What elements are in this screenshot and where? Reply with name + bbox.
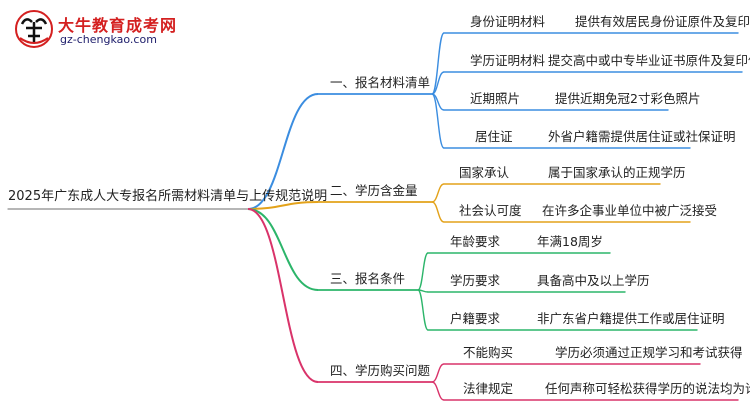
child-connector	[431, 381, 445, 401]
root-node: 2025年广东成人大专报名所需材料清单与上传规范说明	[8, 189, 328, 204]
child-key: 户籍要求	[450, 311, 501, 326]
child-key: 近期照片	[470, 91, 521, 106]
child-key: 年龄要求	[450, 234, 501, 249]
branch-connector	[247, 208, 319, 383]
branch-label: 三、报名条件	[330, 271, 406, 286]
branch-connector	[247, 201, 319, 210]
site-logo[interactable]: 大牛教育成考网 gz-chengkao.com	[14, 8, 214, 50]
logo-title: 大牛教育成考网	[58, 16, 178, 35]
bull-logo-icon	[15, 10, 53, 48]
child-key: 社会认可度	[459, 203, 522, 218]
child-value: 在许多企事业单位中被广泛接受	[542, 203, 718, 218]
branch-connector	[247, 93, 319, 210]
child-connector	[431, 201, 445, 223]
child-key: 不能购买	[463, 345, 514, 360]
branch-label: 四、学历购买问题	[330, 363, 431, 378]
child-value: 任何声称可轻松获得学历的说法均为诈骗	[545, 381, 750, 396]
child-key: 国家承认	[459, 165, 510, 180]
child-value: 非广东省户籍提供工作或居住证明	[537, 311, 725, 326]
child-value: 提交高中或中专毕业证书原件及复印件	[548, 53, 750, 68]
child-value: 提供近期免冠2寸彩色照片	[555, 91, 701, 106]
child-connector	[431, 32, 445, 95]
child-key: 学历证明材料	[470, 53, 546, 68]
child-connector	[417, 289, 429, 331]
child-value: 外省户籍需提供居住证或社保证明	[548, 129, 736, 144]
child-value: 年满18周岁	[537, 234, 603, 249]
child-key: 法律规定	[463, 381, 514, 396]
child-connector	[431, 93, 445, 149]
child-connector	[431, 71, 445, 95]
child-connector	[417, 252, 429, 291]
child-value: 属于国家承认的正规学历	[548, 165, 686, 180]
child-connector	[431, 183, 445, 203]
branch-label: 二、学历含金量	[330, 183, 418, 198]
child-key: 身份证明材料	[470, 14, 546, 29]
branch-connector	[247, 208, 319, 291]
child-value: 具备高中及以上学历	[537, 273, 650, 288]
branch-label: 一、报名材料清单	[330, 75, 431, 90]
child-key: 居住证	[475, 129, 513, 144]
child-key: 学历要求	[450, 273, 501, 288]
child-value: 提供有效居民身份证原件及复印件	[575, 14, 750, 29]
child-connector	[431, 363, 445, 383]
child-value: 学历必须通过正规学习和考试获得	[555, 345, 743, 360]
logo-url: gz-chengkao.com	[60, 33, 157, 46]
